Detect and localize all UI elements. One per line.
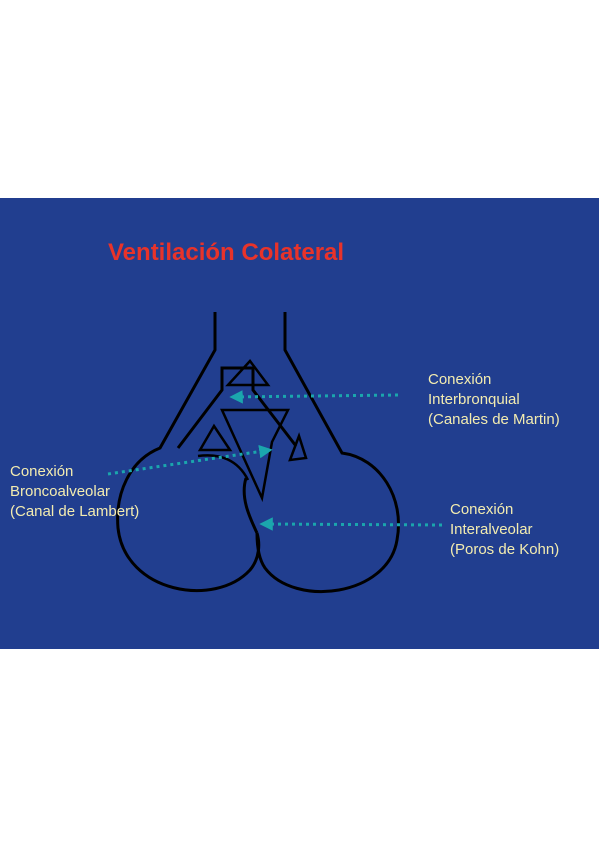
left-bronchiole-connection [197,454,250,481]
left-airway-wall [116,312,261,592]
label-interalveolar-line-2: Interalveolar [450,521,533,538]
label-broncoalveolar-line-2: Broncoalveolar [10,483,111,500]
label-interalveolar-line-1: Conexión [450,501,514,518]
airway-alveoli-diagram [107,312,443,594]
label-interbronquial-line-1: Conexión [428,371,492,388]
label-broncoalveolar-line-1: Conexión [10,463,74,480]
label-interbronquial-line-2: Interbronquial [428,391,520,408]
diagram-title: Ventilación Colateral [108,239,345,266]
upper-triangle [225,359,271,387]
label-broncoalveolar: Conexión Broncoalveolar (Canal de Lamber… [10,462,139,522]
right-triangle [288,432,308,462]
arrow-interalveolar [259,517,443,531]
label-broncoalveolar-line-3: (Canal de Lambert) [10,503,140,520]
label-interbronquial-line-3: (Canales de Martin) [428,411,560,428]
inner-airway-divider [176,366,298,449]
right-airway-wall [255,312,400,594]
center-channel [220,408,291,503]
arrow-interbronquial [229,390,399,404]
label-interalveolar: Conexión Interalveolar (Poros de Kohn) [450,500,559,560]
label-interalveolar-line-3: (Poros de Kohn) [450,541,560,558]
left-triangle [197,423,233,452]
slide: Ventilación Colateral Conexión Interbron… [0,198,599,649]
label-interbronquial: Conexión Interbronquial (Canales de Mart… [428,370,560,430]
central-septum [242,477,259,534]
